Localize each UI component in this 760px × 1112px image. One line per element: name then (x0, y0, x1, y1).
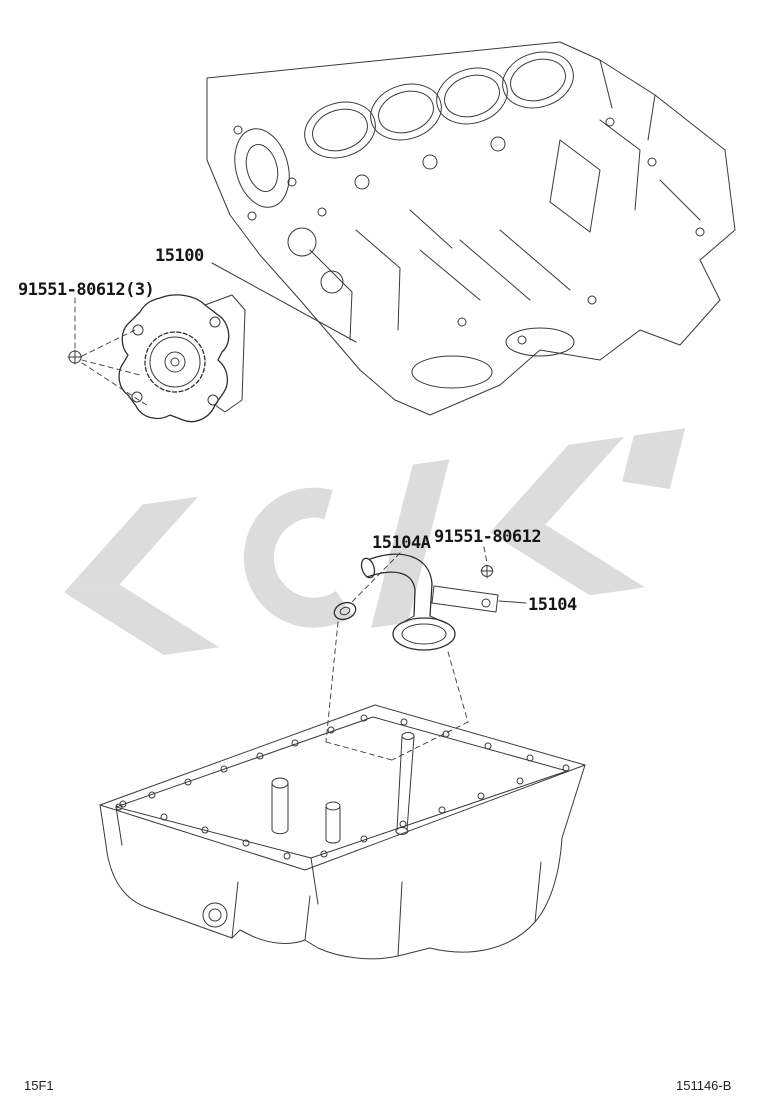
drain-plug (202, 902, 228, 928)
callout-oil-pump: 15100 (155, 246, 204, 266)
oil-pump-drawing (118, 294, 246, 423)
oil-pan-flange-holes (115, 714, 570, 860)
watermark-logo (64, 428, 686, 656)
oil-pan-drawing (99, 704, 586, 960)
callout-strainer-bolt: 91551-80612 (434, 527, 542, 547)
callout-strainer-gasket: 15104A (372, 533, 431, 553)
footer-page-code: 15F1 (24, 1078, 54, 1093)
leader-lines-top (74, 262, 357, 407)
engine-block-drawing (206, 41, 736, 416)
leader-lines-middle (325, 546, 527, 761)
oil-pan-internals (271, 732, 415, 844)
callout-pump-bolt: 91551-80612(3) (18, 280, 155, 300)
strainer-bolt-icon (480, 564, 494, 579)
footer-figure-code: 151146-B (676, 1078, 732, 1093)
pump-bolt-icon (67, 349, 83, 365)
strainer-gasket-drawing (333, 601, 357, 621)
oil-strainer-drawing (360, 553, 499, 651)
callout-oil-strainer: 15104 (528, 595, 577, 615)
